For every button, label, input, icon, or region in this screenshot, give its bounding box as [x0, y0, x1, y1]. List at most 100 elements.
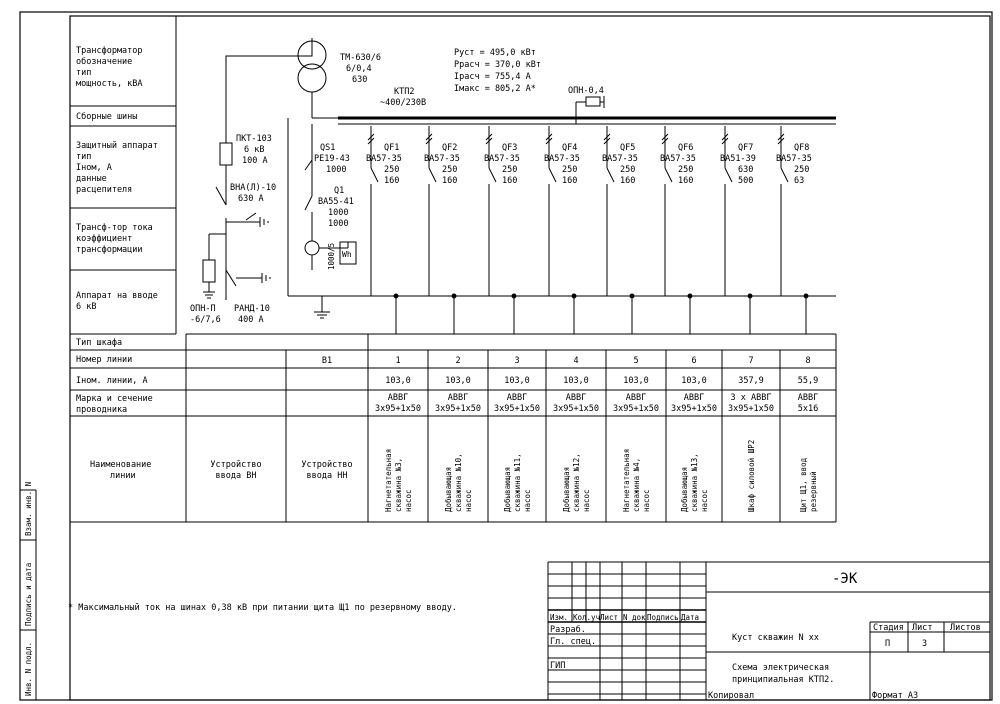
feeder-release-current: 160	[442, 176, 457, 186]
feeder-breaker-type: ВА57-35	[424, 154, 460, 164]
feeder-name: QF8	[794, 143, 809, 153]
cable-cell: АВВГ	[448, 393, 468, 403]
feeder-nominal-current: 250	[502, 165, 517, 175]
feeder-name: QF4	[562, 143, 577, 153]
stamp-hdr-doc: N док.	[623, 613, 650, 622]
cable-cell: 3х95+1х50	[375, 404, 421, 414]
feeder-release-current: 160	[620, 176, 635, 186]
line-name-cell: насос	[582, 489, 591, 512]
line-current-cell: 103,0	[385, 376, 411, 386]
line-current-cell: 103,0	[445, 376, 471, 386]
line-name-cell: Добывающая	[444, 467, 453, 512]
feeder-release-current: 160	[678, 176, 693, 186]
feeder-name: QF1	[384, 143, 399, 153]
line-name-cell: Устройство	[301, 460, 352, 470]
line-number-cell: 2	[455, 356, 460, 366]
meter-label: Wh	[342, 250, 352, 259]
line-number-cell: 8	[805, 356, 810, 366]
cable-cell: АВВГ	[626, 393, 646, 403]
feeder-breaker-type: ВА57-35	[660, 154, 696, 164]
line-name-cell: Шкаф силовой ШР2	[747, 440, 756, 512]
stamp-hdr-kol: Кол.уч	[573, 613, 600, 622]
line-current-cell: 103,0	[563, 376, 589, 386]
feeder-8	[777, 126, 809, 334]
current-transformer-symbol	[304, 240, 320, 256]
feeder-2	[425, 126, 457, 334]
document-code: -ЭК	[832, 571, 858, 587]
feeder-name: QF3	[502, 143, 517, 153]
line-name-cell: Нагнетательная	[384, 449, 393, 512]
role-chief-spec: Гл. спец.	[550, 637, 596, 647]
line-name-cell: скважина №4,	[632, 458, 641, 512]
feeder-name: QF5	[620, 143, 635, 153]
cable-cell: АВВГ	[798, 393, 818, 403]
stage-value: П	[885, 639, 890, 649]
side-stamp-inv: Инв. N подл.	[24, 642, 33, 696]
feeder-nominal-current: 250	[562, 165, 577, 175]
line-name-cell: насос	[404, 489, 413, 512]
feeder-5	[603, 126, 635, 334]
line-name-cell: насос	[523, 489, 532, 512]
cable-cell: АВВГ	[684, 393, 704, 403]
feeder-breaker-type: ВА57-35	[484, 154, 520, 164]
line-name-cell: ввода ВН	[216, 471, 257, 481]
feeder-nominal-current: 250	[678, 165, 693, 175]
cable-cell: 3х95+1х50	[553, 404, 599, 414]
cable-cell: 3х95+1х50	[728, 404, 774, 414]
line-current-cell: 103,0	[504, 376, 530, 386]
line-current-cell: 55,9	[798, 376, 818, 386]
busbars-label: Сборные шины	[76, 111, 137, 122]
cable-cell: 3х95+1х50	[435, 404, 481, 414]
stamp-hdr-date: Дата	[681, 613, 699, 622]
cable-cell: АВВГ	[388, 393, 408, 403]
line-name-cell: Добывающая	[503, 467, 512, 512]
feeder-name: QF2	[442, 143, 457, 153]
project-name: Куст скважин N xx	[732, 633, 819, 643]
fuse-symbol	[219, 142, 233, 166]
feeder-4	[545, 126, 577, 334]
cable-cell: 5х16	[798, 404, 818, 414]
feeder-release-current: 500	[738, 176, 753, 186]
transformer-secondary-winding	[297, 63, 327, 93]
side-stamp-replace: Взам. инв. N	[24, 482, 33, 536]
line-number-cell: 1	[395, 356, 400, 366]
line-name-cell: резервный	[809, 471, 818, 512]
surge-arrester-symbol	[202, 259, 216, 283]
lv-arrester-label: ОПН-0,4	[568, 86, 604, 96]
feeder-release-current: 160	[562, 176, 577, 186]
feeder-nominal-current: 250	[442, 165, 457, 175]
role-developer: Разраб.	[550, 624, 586, 635]
copied-label: Копировал	[708, 691, 754, 701]
line-current-cell: 357,9	[738, 376, 764, 386]
line-name-cell: Добывающая	[680, 467, 689, 512]
role-gip: ГИП	[550, 661, 565, 671]
feeder-release-current: 63	[794, 176, 804, 186]
feeder-release-current: 160	[384, 176, 399, 186]
cable-cell: АВВГ	[566, 393, 586, 403]
line-name-cell: Щит Щ1, ввод	[799, 457, 808, 512]
row-label-line-current: Iном. линии, А	[76, 376, 148, 386]
sheet-value: 3	[922, 639, 927, 649]
row-label-line-number: Номер линии	[76, 355, 132, 365]
line-name-cell: ввода НН	[307, 471, 348, 481]
row-label-cabinet-type: Тип шкафа	[76, 338, 122, 348]
feeder-nominal-current: 250	[794, 165, 809, 175]
line-name-cell: скважина №13,	[690, 453, 699, 512]
line-name-cell: скважина №10,	[454, 453, 463, 512]
ktp-label: КТП2~400/230В	[380, 87, 426, 108]
sheet-label: Лист	[912, 623, 932, 633]
